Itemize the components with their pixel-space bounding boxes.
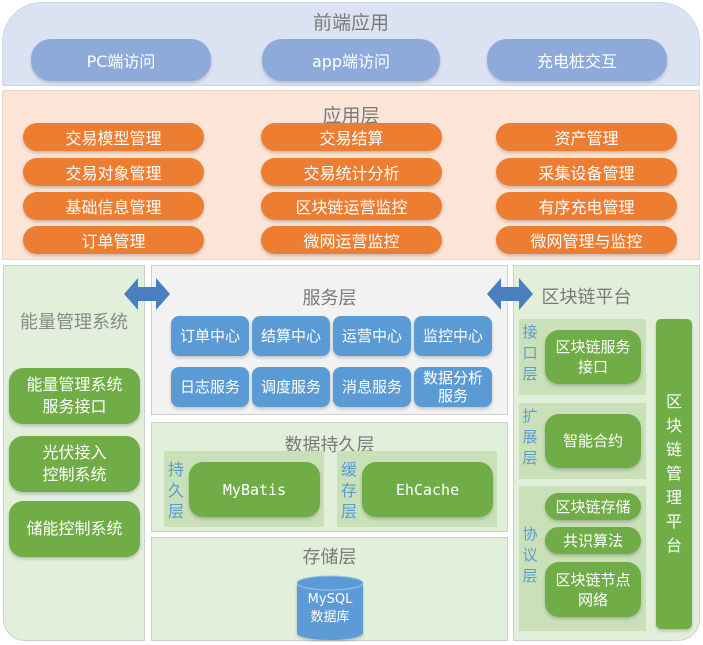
app-item-collection-device[interactable]: 采集设备管理 — [496, 158, 677, 186]
extension-layer-label: 扩 展 层 — [521, 406, 539, 469]
service-monitor-center[interactable]: 监控中心 — [414, 316, 492, 356]
data-persistence-layer: 数据持久层 持 久 层 MyBatis 缓 存 层 EhCache — [151, 422, 508, 532]
app-item-settlement[interactable]: 交易结算 — [261, 123, 442, 151]
blockchain-service-interface-line1: 区块链服务 — [555, 338, 631, 356]
service-log[interactable]: 日志服务 — [171, 367, 249, 407]
label-char: 区 — [665, 392, 682, 411]
energy-service-interface-line2: 服务接口 — [42, 397, 107, 416]
app-item-order[interactable]: 订单管理 — [23, 226, 204, 254]
label-char: 持 — [167, 460, 184, 479]
persistence-subpanel: 持 久 层 MyBatis — [164, 451, 324, 527]
database-name: MySQL — [307, 592, 353, 607]
label-char: 接 — [522, 323, 538, 341]
storage-layer-title: 存储层 — [302, 547, 357, 568]
app-item-trade-object[interactable]: 交易对象管理 — [23, 158, 204, 186]
smart-contract-box[interactable]: 智能合约 — [545, 414, 641, 468]
persistence-vertical-label: 持 久 层 — [167, 459, 185, 522]
frontend-item-pc[interactable]: PC端访问 — [31, 39, 211, 81]
pv-access-control-line1: 光伏接入 — [42, 443, 107, 462]
app-item-ordered-charging[interactable]: 有序充电管理 — [496, 192, 677, 220]
double-arrow-right-icon — [487, 278, 533, 310]
blockchain-platform-panel: 区块链平台 接 口 层 区块链服务 接口 扩 展 层 智能合约 协 议 层 区块… — [513, 265, 700, 641]
energy-service-interface[interactable]: 能量管理系统 服务接口 — [9, 368, 140, 424]
frontend-item-app[interactable]: app端访问 — [262, 39, 440, 81]
label-char: 层 — [522, 365, 538, 383]
protocol-layer-subpanel: 协 议 层 区块链存储 共识算法 区块链节点网络 — [519, 486, 646, 631]
label-char: 缓 — [340, 460, 357, 479]
ehcache-box[interactable]: EhCache — [362, 462, 493, 517]
pv-access-control[interactable]: 光伏接入 控制系统 — [9, 436, 140, 492]
label-char: 口 — [522, 344, 538, 362]
service-scheduling[interactable]: 调度服务 — [252, 367, 330, 407]
label-char: 久 — [167, 481, 184, 500]
blockchain-node-network-box[interactable]: 区块链节点网络 — [545, 562, 641, 617]
blockchain-management-platform[interactable]: 区 块 链 管 理 平 台 — [656, 319, 692, 629]
storage-layer: 存储层 MySQL 数据库 — [151, 537, 508, 641]
energy-management-title: 能量管理系统 — [20, 312, 128, 333]
consensus-algorithm-box[interactable]: 共识算法 — [545, 527, 641, 554]
app-item-asset[interactable]: 资产管理 — [496, 123, 677, 151]
protocol-layer-label: 协 议 层 — [521, 524, 539, 587]
label-char: 管 — [665, 464, 682, 483]
blockchain-service-interface[interactable]: 区块链服务 接口 — [545, 330, 641, 384]
storage-control-system[interactable]: 储能控制系统 — [9, 501, 140, 557]
label-char: 台 — [665, 536, 682, 555]
blockchain-storage-box[interactable]: 区块链存储 — [545, 493, 641, 520]
service-message[interactable]: 消息服务 — [333, 367, 411, 407]
blockchain-service-interface-line2: 接口 — [577, 358, 608, 376]
interface-layer-label: 接 口 层 — [521, 322, 539, 385]
service-order-center[interactable]: 订单中心 — [171, 316, 249, 356]
app-item-basic-info[interactable]: 基础信息管理 — [23, 192, 204, 220]
service-data-analysis[interactable]: 数据分析服务 — [414, 367, 492, 407]
label-char: 平 — [665, 512, 682, 531]
frontend-layer-title: 前端应用 — [312, 12, 389, 34]
label-char: 层 — [340, 502, 357, 521]
label-char: 链 — [665, 440, 682, 459]
database-type: 数据库 — [310, 610, 350, 625]
label-char: 理 — [665, 488, 682, 507]
app-item-blockchain-monitor[interactable]: 区块链运营监控 — [261, 192, 442, 220]
label-char: 层 — [522, 567, 538, 585]
frontend-layer: 前端应用 PC端访问 app端访问 充电桩交互 — [2, 2, 700, 86]
database-cylinder-icon — [296, 575, 364, 640]
app-item-trade-model[interactable]: 交易模型管理 — [23, 123, 204, 151]
interface-layer-subpanel: 接 口 层 区块链服务 接口 — [519, 319, 646, 395]
mybatis-box[interactable]: MyBatis — [189, 462, 320, 517]
service-layer-title: 服务层 — [302, 288, 357, 309]
app-item-microgrid-monitor[interactable]: 微网运营监控 — [261, 226, 442, 254]
application-layer: 应用层 交易模型管理 交易对象管理 基础信息管理 订单管理 交易结算 交易统计分… — [2, 90, 700, 260]
app-item-microgrid-management[interactable]: 微网管理与监控 — [496, 226, 677, 254]
label-char: 存 — [340, 481, 357, 500]
label-char: 层 — [167, 502, 184, 521]
label-char: 协 — [522, 525, 538, 543]
service-layer: 服务层 订单中心 结算中心 运营中心 监控中心 日志服务 调度服务 消息服务 数… — [151, 265, 508, 415]
database-label: MySQL 数据库 — [295, 591, 365, 627]
blockchain-platform-title: 区块链平台 — [541, 287, 632, 308]
cache-vertical-label: 缓 存 层 — [340, 459, 358, 522]
energy-management-panel: 能量管理系统 能量管理系统 服务接口 光伏接入 控制系统 储能控制系统 — [3, 265, 145, 641]
label-char: 议 — [522, 546, 538, 564]
label-char: 扩 — [522, 407, 538, 425]
application-layer-title: 应用层 — [322, 105, 380, 127]
label-char: 层 — [522, 449, 538, 467]
label-char: 块 — [665, 416, 682, 435]
service-settlement-center[interactable]: 结算中心 — [252, 316, 330, 356]
double-arrow-left-icon — [124, 278, 170, 310]
pv-access-control-line2: 控制系统 — [42, 465, 107, 484]
extension-layer-subpanel: 扩 展 层 智能合约 — [519, 403, 646, 479]
service-operation-center[interactable]: 运营中心 — [333, 316, 411, 356]
app-item-statistics[interactable]: 交易统计分析 — [261, 158, 442, 186]
energy-service-interface-line1: 能量管理系统 — [26, 375, 123, 394]
cache-subpanel: 缓 存 层 EhCache — [337, 451, 497, 527]
frontend-item-charger[interactable]: 充电桩交互 — [487, 39, 667, 81]
label-char: 展 — [522, 428, 538, 446]
data-persistence-title: 数据持久层 — [284, 435, 375, 456]
